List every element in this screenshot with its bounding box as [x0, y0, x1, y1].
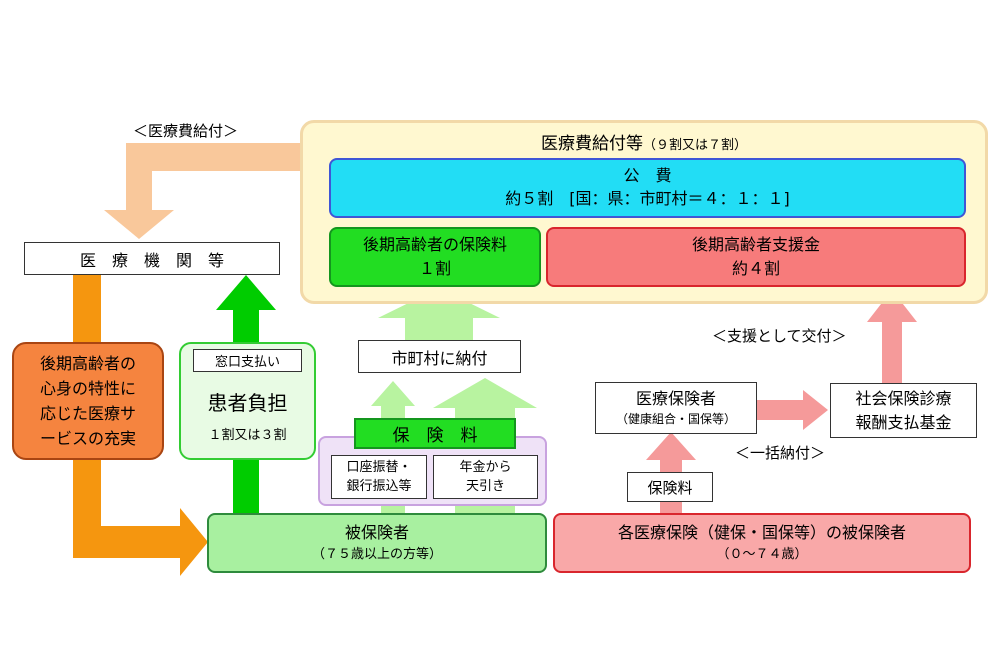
payment-fund-line2: 報酬支払基金	[855, 412, 952, 432]
other-premium-label: 保険料	[647, 478, 693, 497]
medical-insurer-box: 医療保険者 （健康組合・国保等）	[595, 382, 757, 434]
public-funds-detail: 約５割 [国：県：市町村＝４：１：１]	[505, 189, 790, 208]
service-box: 後期高齢者の 心身の特性に 応じた医療サ ービスの充実	[12, 342, 164, 460]
other-premium-box: 保険料	[627, 472, 713, 502]
lump-caption: ＜一括納付＞	[735, 444, 826, 462]
support-caption: ＜支援として交付＞	[712, 327, 847, 345]
municipal-payment-box: 市町村に納付	[358, 340, 521, 373]
support-fund-label: 後期高齢者支援金	[691, 235, 820, 254]
benefit-arrow	[104, 143, 300, 239]
benefit-title-note: （９割又は７割）	[642, 138, 747, 153]
patient-burden-title: 患者負担	[207, 391, 288, 415]
benefit-title-row: 医療費給付等（９割又は７割）	[300, 129, 988, 154]
medical-insurer-title: 医療保険者	[635, 389, 716, 408]
medical-institution-label: 医 療 機 関 等	[79, 250, 224, 270]
benefit-title: 医療費給付等	[540, 134, 643, 154]
other-insured-title: 各医療保険（健保・国保等）の被保険者	[617, 523, 906, 542]
support-grant-arrow	[867, 290, 917, 383]
medical-insurer-note: （健康組合・国保等）	[615, 412, 736, 426]
payment-fund-box: 社会保険診療 報酬支払基金	[830, 383, 977, 438]
window-payment-label: 窓口支払い	[214, 355, 280, 370]
lump-payment-arrow	[757, 390, 828, 430]
premium-title-box: 保 険 料	[354, 418, 516, 449]
premium-method-transfer-line2: 銀行振込等	[346, 479, 412, 494]
other-insured-box: 各医療保険（健保・国保等）の被保険者 （０～７４歳）	[553, 513, 971, 573]
elderly-premium-label: 後期高齢者の保険料	[362, 235, 507, 254]
public-funds-title: 公 費	[623, 166, 672, 185]
premium-method-transfer-line1: 口座振替・	[346, 460, 412, 475]
other-insured-note: （０～７４歳）	[716, 547, 808, 562]
premium-arrow-top	[378, 288, 500, 340]
elderly-premium-share: １割	[418, 259, 451, 278]
municipal-payment-label: 市町村に納付	[391, 348, 488, 368]
service-line-3: 応じた医療サ	[39, 404, 136, 423]
premium-title: 保 険 料	[392, 426, 478, 446]
window-payment-tag: 窓口支払い	[193, 349, 302, 372]
patient-burden-note: １割又は３割	[208, 428, 287, 443]
premium-method-transfer: 口座振替・ 銀行振込等	[331, 455, 427, 499]
premium-method-pension-line1: 年金から	[459, 460, 512, 475]
elderly-premium-box: 後期高齢者の保険料 １割	[329, 227, 541, 287]
premium-method-pension: 年金から 天引き	[433, 455, 538, 499]
benefit-caption: ＜医療費給付＞	[133, 122, 239, 140]
service-line-2: 心身の特性に	[39, 379, 136, 398]
public-funds-box: 公 費 約５割 [国：県：市町村＝４：１：１]	[329, 158, 966, 218]
payment-fund-line1: 社会保険診療	[855, 388, 952, 408]
medical-institution-box: 医 療 機 関 等	[24, 242, 280, 275]
service-line-4: ービスの充実	[39, 429, 136, 448]
service-line-1: 後期高齢者の	[39, 354, 136, 373]
insured-box: 被保険者 （７５歳以上の方等）	[207, 513, 547, 573]
support-fund-box: 後期高齢者支援金 約４割	[546, 227, 966, 287]
support-fund-share: 約４割	[731, 259, 780, 278]
insured-note: （７５歳以上の方等）	[311, 547, 442, 562]
premium-method-pension-line2: 天引き	[465, 479, 505, 494]
insured-title: 被保険者	[344, 523, 409, 542]
